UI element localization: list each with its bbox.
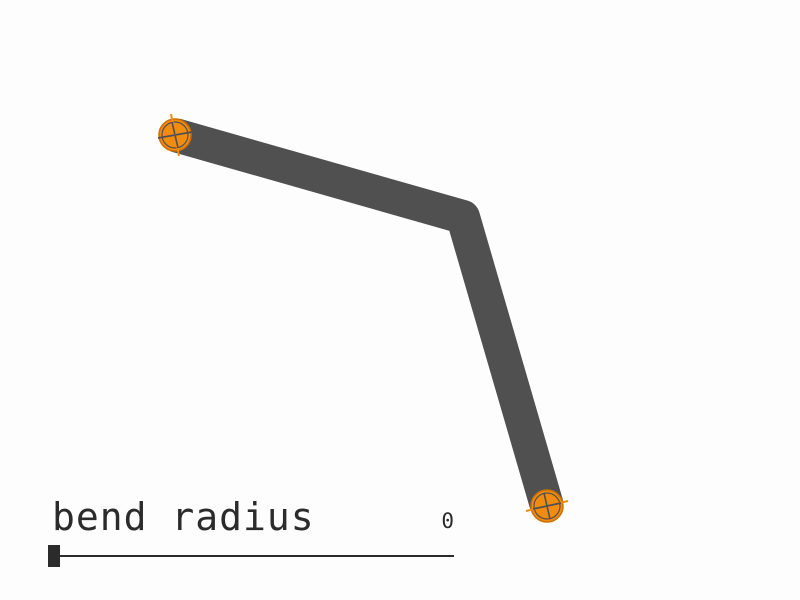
bend-radius-value: 0 bbox=[441, 509, 454, 533]
crosshair-icon bbox=[157, 113, 193, 157]
crosshair-icon bbox=[525, 489, 569, 523]
start-handle[interactable] bbox=[157, 113, 193, 157]
bend-radius-label: bend radius bbox=[52, 495, 315, 539]
end-handle[interactable] bbox=[525, 489, 569, 523]
slider-track[interactable] bbox=[48, 555, 454, 557]
slider-thumb[interactable] bbox=[48, 545, 60, 567]
bend-radius-slider[interactable] bbox=[48, 544, 454, 568]
bent-path bbox=[170, 118, 564, 511]
